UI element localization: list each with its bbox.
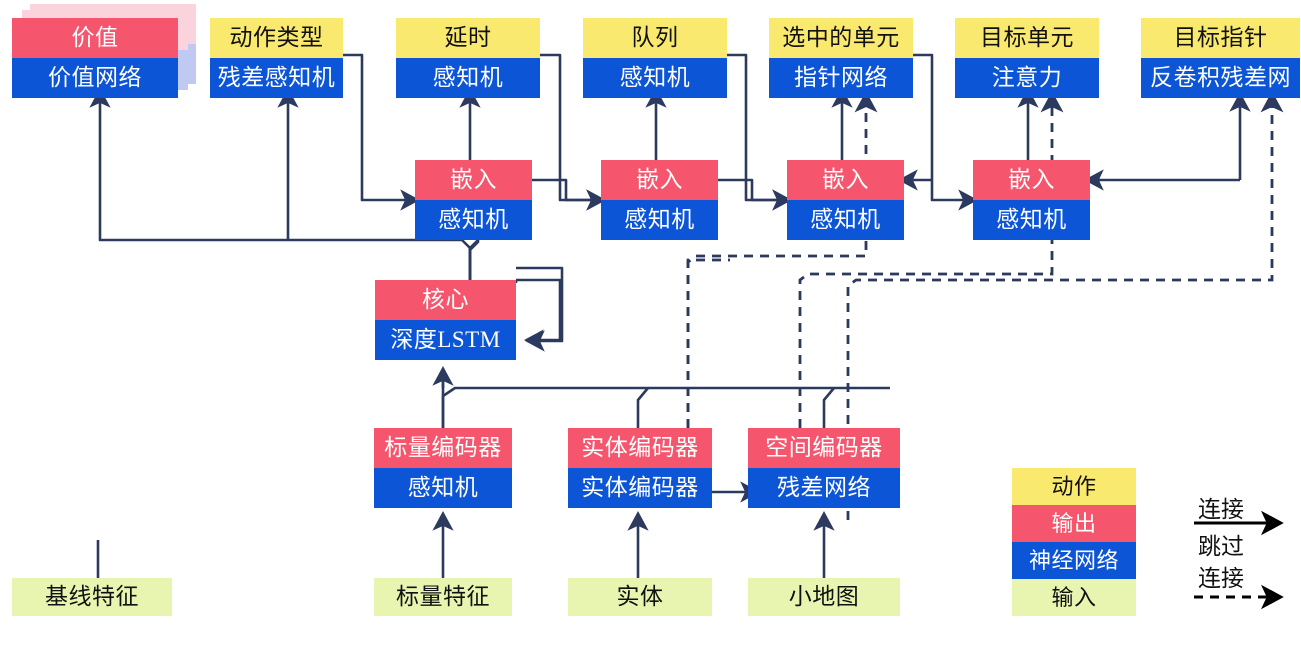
node-value-output: 价值: [12, 18, 178, 58]
node-selected-units-action: 选中的单元: [769, 18, 913, 58]
node-value-network: 价值网络: [12, 58, 178, 98]
node-embed-4-output: 嵌入: [973, 160, 1090, 200]
node-core-output: 核心: [375, 280, 516, 320]
node-delay-network: 感知机: [396, 58, 540, 98]
node-embed-3-network: 感知机: [787, 200, 904, 240]
node-delay-action: 延时: [396, 18, 540, 58]
input-minimap[interactable]: 小地图: [748, 578, 900, 616]
node-selected-units-network: 指针网络: [769, 58, 913, 98]
legend-swatches: 动作 输出 神经网络 输入: [1012, 468, 1136, 616]
input-baseline-features-label: 基线特征: [12, 578, 172, 616]
legend-connection-label: 连接: [1198, 497, 1244, 522]
legend-action-swatch: 动作: [1012, 468, 1136, 505]
node-target-point-action: 目标指针: [1141, 18, 1300, 58]
node-value[interactable]: 价值 价值网络: [12, 18, 178, 98]
node-embed-2-network: 感知机: [601, 200, 718, 240]
legend-skip-label-line1: 跳过: [1198, 534, 1244, 559]
legend-skip-label-line2: 连接: [1198, 566, 1244, 591]
node-embed-4-network: 感知机: [973, 200, 1090, 240]
node-action-type-action: 动作类型: [210, 18, 343, 58]
node-embed-3[interactable]: 嵌入 感知机: [787, 160, 904, 240]
node-embed-3-output: 嵌入: [787, 160, 904, 200]
node-scalar-encoder-network: 感知机: [374, 468, 512, 508]
node-selected-units[interactable]: 选中的单元 指针网络: [769, 18, 913, 98]
node-core[interactable]: 核心 深度LSTM: [375, 280, 516, 360]
node-spatial-encoder-output: 空间编码器: [748, 428, 900, 468]
node-action-type-network: 残差感知机: [210, 58, 343, 98]
node-queue-action: 队列: [583, 18, 727, 58]
input-entities-label: 实体: [568, 578, 712, 616]
node-delay[interactable]: 延时 感知机: [396, 18, 540, 98]
node-target-point-network: 反卷积残差网: [1141, 58, 1300, 98]
node-entity-encoder[interactable]: 实体编码器 实体编码器: [568, 428, 712, 508]
node-spatial-encoder[interactable]: 空间编码器 残差网络: [748, 428, 900, 508]
input-scalar-features-label: 标量特征: [374, 578, 512, 616]
node-target-unit-action: 目标单元: [955, 18, 1099, 58]
node-embed-2-output: 嵌入: [601, 160, 718, 200]
legend-network-swatch: 神经网络: [1012, 542, 1136, 579]
node-core-network: 深度LSTM: [375, 320, 516, 360]
node-scalar-encoder[interactable]: 标量编码器 感知机: [374, 428, 512, 508]
input-minimap-label: 小地图: [748, 578, 900, 616]
node-embed-2[interactable]: 嵌入 感知机: [601, 160, 718, 240]
node-queue-network: 感知机: [583, 58, 727, 98]
node-target-unit-network: 注意力: [955, 58, 1099, 98]
node-entity-encoder-network: 实体编码器: [568, 468, 712, 508]
node-embed-1[interactable]: 嵌入 感知机: [415, 160, 532, 240]
legend-output-swatch: 输出: [1012, 505, 1136, 542]
node-target-unit[interactable]: 目标单元 注意力: [955, 18, 1099, 98]
node-spatial-encoder-network: 残差网络: [748, 468, 900, 508]
input-scalar-features[interactable]: 标量特征: [374, 578, 512, 616]
node-embed-1-output: 嵌入: [415, 160, 532, 200]
node-embed-4[interactable]: 嵌入 感知机: [973, 160, 1090, 240]
node-embed-1-network: 感知机: [415, 200, 532, 240]
input-entities[interactable]: 实体: [568, 578, 712, 616]
node-target-point[interactable]: 目标指针 反卷积残差网: [1141, 18, 1300, 98]
node-entity-encoder-output: 实体编码器: [568, 428, 712, 468]
node-queue[interactable]: 队列 感知机: [583, 18, 727, 98]
node-action-type[interactable]: 动作类型 残差感知机: [210, 18, 343, 98]
legend-input-swatch: 输入: [1012, 579, 1136, 616]
node-scalar-encoder-output: 标量编码器: [374, 428, 512, 468]
input-baseline-features[interactable]: 基线特征: [12, 578, 172, 616]
